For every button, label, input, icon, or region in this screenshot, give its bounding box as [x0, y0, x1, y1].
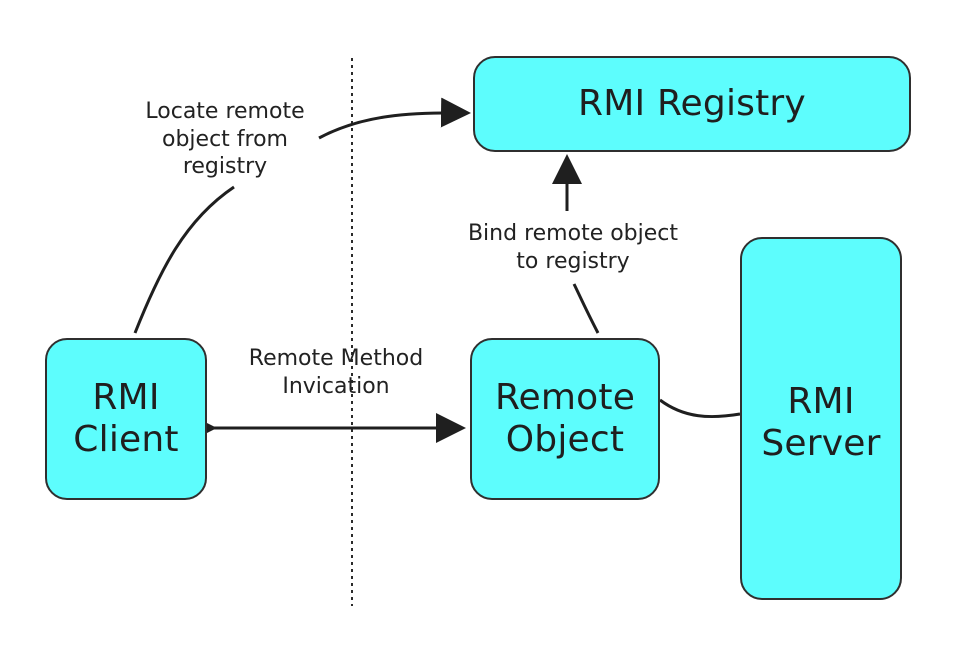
- locate-label-line-1: Locate remote: [145, 99, 305, 124]
- locate-arrow-to-registry: [318, 97, 471, 140]
- invocation-label-line-1: Remote Method: [248, 346, 424, 371]
- rmi-registry-title: RMI Registry: [578, 82, 806, 124]
- bind-label-line-2: to registry: [516, 248, 630, 274]
- locate-arc-lower: [133, 185, 235, 334]
- rmi-client-line-1: RMI: [92, 376, 160, 418]
- remote-method-invocation-label: Remote Method Invication: [225, 345, 447, 400]
- rmi-client-line-2: Client: [73, 419, 179, 460]
- rmi-client-box: RMI Client: [45, 338, 207, 500]
- locate-remote-object-label: Locate remote object from registry: [110, 98, 340, 181]
- remote-object-box: Remote Object: [470, 338, 660, 500]
- locate-label-line-3: registry: [182, 154, 268, 179]
- invocation-label-line-2: Invication: [282, 373, 390, 399]
- bind-label-line-1: Bind remote object: [467, 221, 679, 246]
- rmi-server-box: RMI Server: [740, 237, 902, 600]
- locate-label-line-2: object from: [162, 126, 288, 152]
- rmi-server-line-2: Server: [761, 423, 881, 465]
- bind-line-lower: [572, 283, 600, 334]
- rmi-server-line-1: RMI: [787, 381, 855, 422]
- rmi-registry-box: RMI Registry: [473, 56, 911, 152]
- bind-remote-object-label: Bind remote object to registry: [442, 220, 704, 275]
- remote-object-line-2: Object: [505, 419, 625, 460]
- server-object-connector: [659, 398, 741, 419]
- remote-object-line-1: Remote: [494, 376, 636, 418]
